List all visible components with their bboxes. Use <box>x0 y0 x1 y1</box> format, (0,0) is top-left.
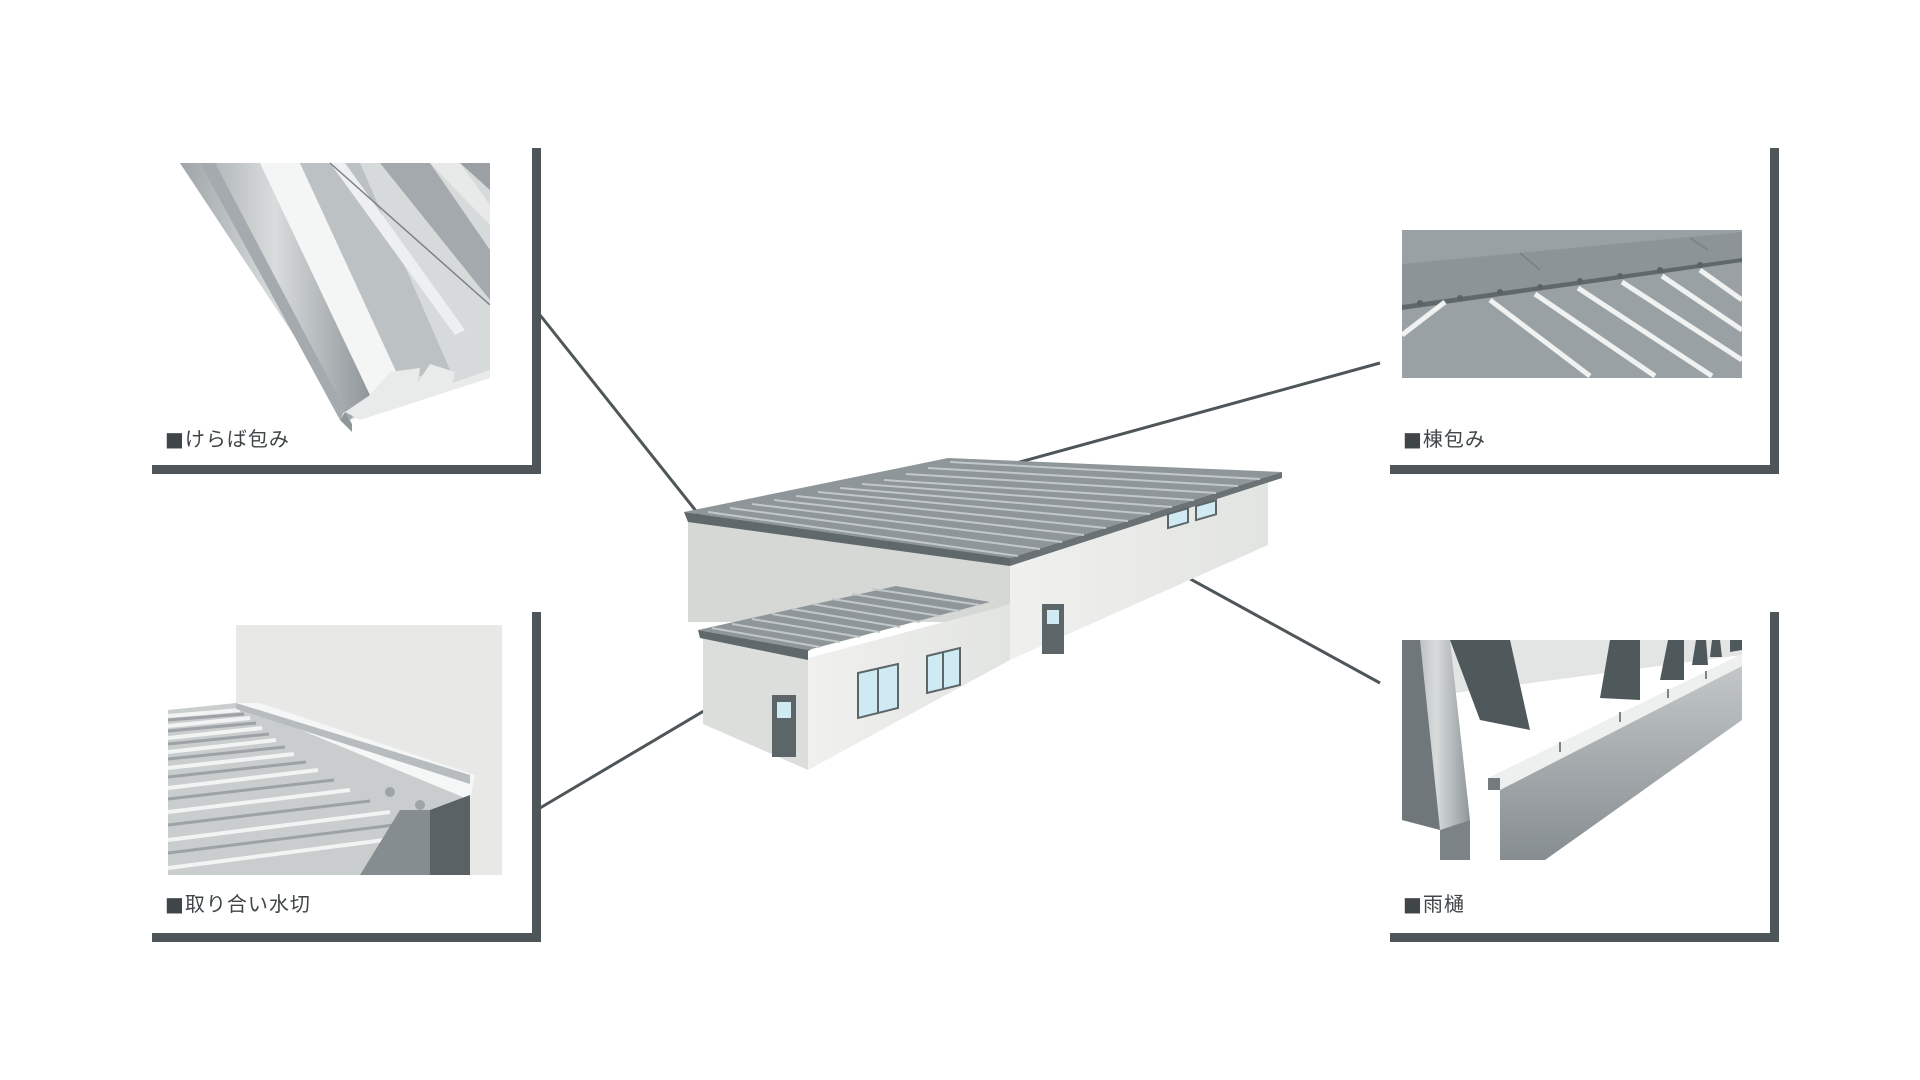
detail-verge-cover <box>180 162 490 432</box>
frame-bottom-right-right <box>1770 612 1779 942</box>
frame-top-left-bottom <box>152 465 541 474</box>
annex-window-2 <box>926 646 961 695</box>
detail-ridge-cover <box>1402 230 1742 378</box>
main-roof-edge <box>1010 472 1282 566</box>
frame-top-left-right <box>532 148 541 474</box>
main-roof-ribs <box>707 461 1261 557</box>
caption-junction-flashing: ■取り合い水切 <box>165 892 311 916</box>
upper-side-wall <box>1010 482 1268 660</box>
detail-rain-gutter <box>1402 640 1744 865</box>
annex-roof-fascia <box>698 630 808 660</box>
upper-door-window <box>1047 610 1059 624</box>
frame-bottom-left-right <box>532 612 541 942</box>
caption-verge-cover: ■けらば包み <box>165 427 290 451</box>
side-window-1 <box>1167 507 1189 530</box>
main-roof-fascia <box>684 512 1010 566</box>
annex-door-window <box>777 702 791 718</box>
caption-rain-gutter: ■雨樋 <box>1403 892 1465 916</box>
building-illustration <box>684 458 1282 770</box>
annex-side-wall <box>808 604 1010 770</box>
leader-top-left <box>538 314 702 517</box>
side-window-2 <box>1195 499 1217 522</box>
frame-bottom-right-bottom <box>1390 933 1779 942</box>
annex-window-1 <box>857 662 899 720</box>
leader-top-right <box>979 361 1381 475</box>
frame-top-right-right <box>1770 148 1779 474</box>
caption-ridge-cover: ■棟包み <box>1403 427 1486 451</box>
annex-roof-ribs <box>711 588 981 648</box>
panel-frames <box>152 148 1779 942</box>
frame-bottom-left-bottom <box>152 933 541 942</box>
detail-junction-flashing <box>168 625 502 875</box>
frame-top-right-bottom <box>1390 465 1779 474</box>
